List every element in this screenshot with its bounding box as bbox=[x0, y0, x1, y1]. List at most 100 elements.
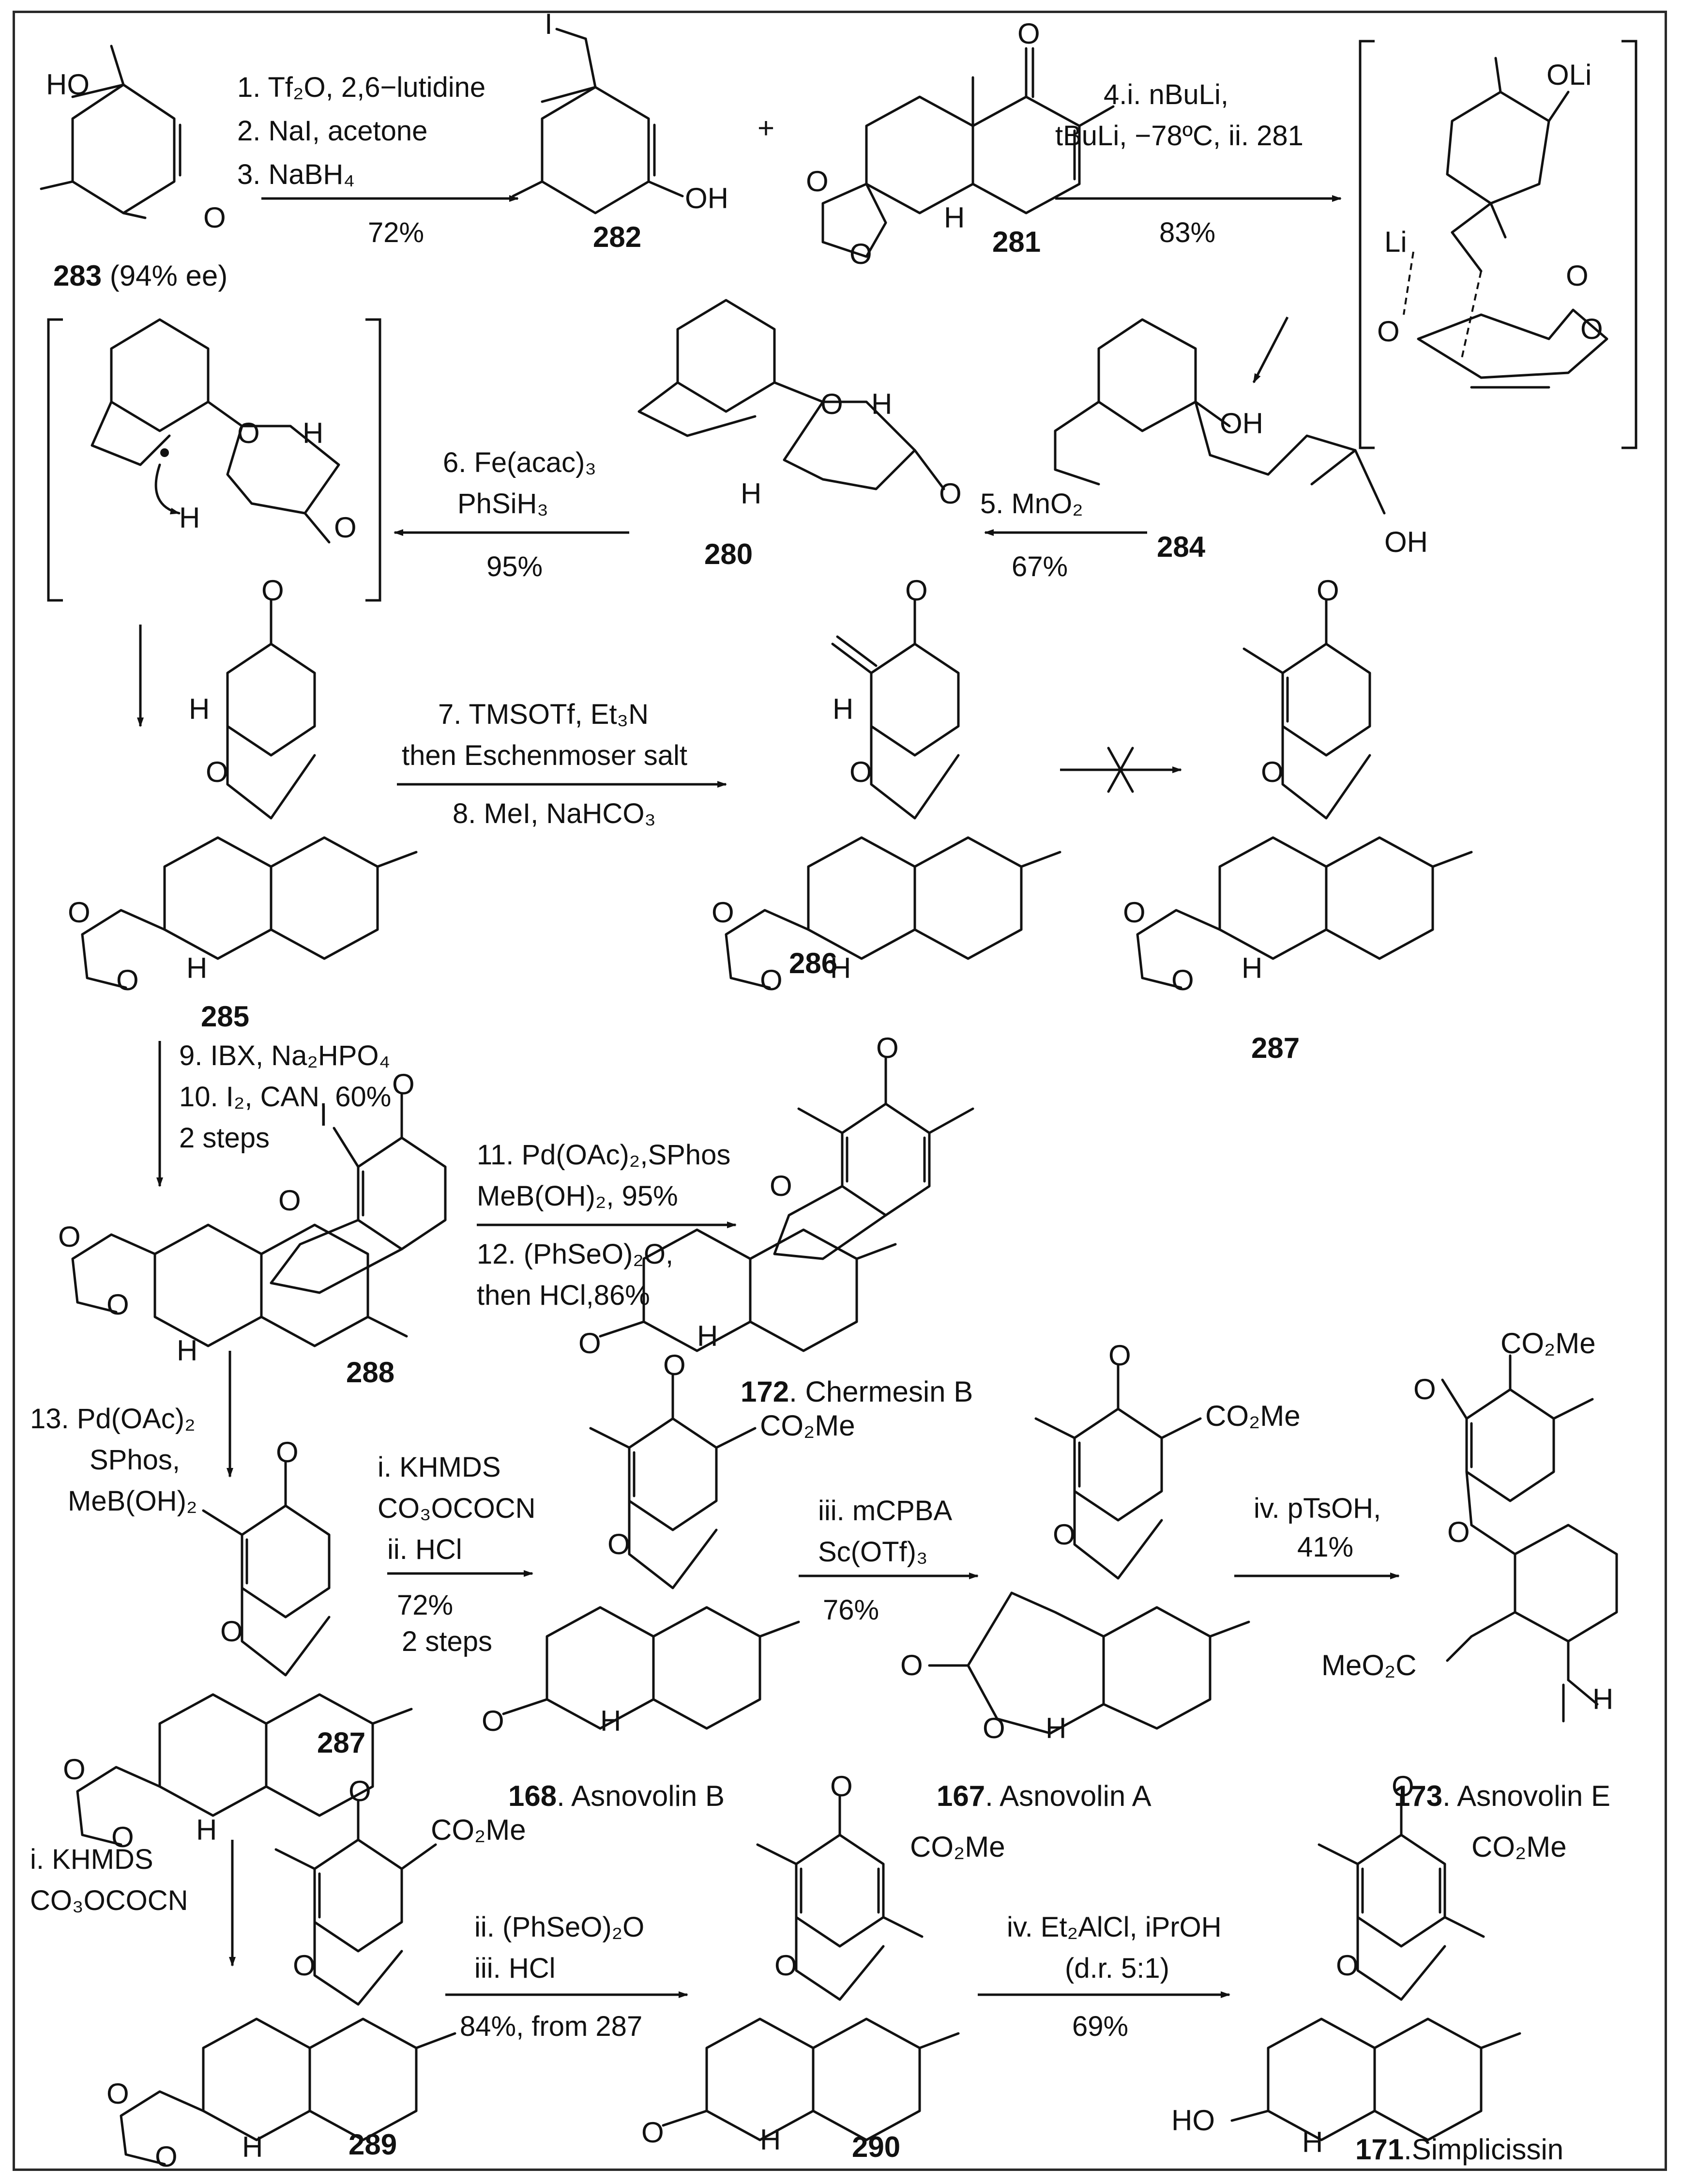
radical-bracket-left bbox=[47, 318, 63, 602]
compound-label-286: 286 bbox=[789, 947, 837, 979]
compound-label-290: 290 bbox=[852, 2131, 900, 2163]
ketone-atom: O bbox=[663, 1349, 686, 1381]
ketal-o-atom: O bbox=[1580, 313, 1603, 345]
hydrogen-atom: H bbox=[833, 693, 853, 725]
route-b-step-i-b: CO₃OCOCN bbox=[30, 1885, 188, 1916]
svg-text:171.Simplicissin: 171.Simplicissin bbox=[1355, 2133, 1563, 2166]
step-5-yield: 67% bbox=[1012, 551, 1068, 582]
compound-name-167: . Asnovolin A bbox=[985, 1780, 1152, 1812]
route-a-step-iv-yield: 41% bbox=[1297, 1531, 1353, 1563]
hydrogen-atom: H bbox=[1242, 952, 1262, 984]
ether-o-atom: O bbox=[1336, 1949, 1359, 1982]
compound-172-structure: O O O H bbox=[578, 1032, 974, 1359]
ether-o-atom: O bbox=[770, 1170, 792, 1202]
hydrogen-atom: H bbox=[1302, 2126, 1323, 2158]
ketone-atom: O bbox=[939, 477, 962, 510]
compound-label-168: 168 bbox=[508, 1780, 557, 1812]
route-a-yield: 72% bbox=[397, 1589, 453, 1621]
ketal-o-atom: O bbox=[106, 2077, 129, 2110]
route-a-step-iii-yield: 76% bbox=[823, 1594, 879, 1626]
step-9-10-note: 2 steps bbox=[179, 1122, 270, 1154]
reaction-arrow-ts-to-284 bbox=[1252, 316, 1289, 383]
step-11-condition-b: MeB(OH)₂, 95% bbox=[477, 1180, 678, 1212]
compound-label-288: 288 bbox=[346, 1356, 394, 1389]
route-a-step-iv: iv. pTsOH, bbox=[1254, 1493, 1381, 1524]
route-a-step-iii: iii. mCPBA bbox=[818, 1495, 952, 1527]
step-13-condition: 13. Pd(OAc)₂ bbox=[30, 1403, 196, 1435]
compound-label-167: 167 bbox=[937, 1780, 985, 1812]
ether-o-atom: O bbox=[774, 1949, 797, 1982]
hydrogen-atom: H bbox=[196, 1814, 217, 1846]
iodine-atom: I bbox=[545, 8, 553, 40]
hydrogen-atom: H bbox=[944, 201, 965, 234]
step-3-condition: 3. NaBH₄ bbox=[237, 159, 355, 190]
ketone-atom: O bbox=[392, 1068, 415, 1100]
ether-o-atom: O bbox=[1261, 756, 1284, 788]
compound-label-281: 281 bbox=[992, 226, 1041, 258]
ether-o-atom: O bbox=[1447, 1516, 1470, 1548]
ketal-o-atom: O bbox=[155, 2140, 178, 2173]
compound-290-structure: O CO₂Me O O H bbox=[641, 1770, 1005, 2156]
compound-167-structure: O CO₂Me O O O H bbox=[900, 1339, 1301, 1744]
step-13-condition-b: SPhos, bbox=[90, 1444, 180, 1476]
step-8-condition: 8. MeI, NaHCO₃ bbox=[453, 798, 656, 829]
lactone-o-atom: O bbox=[983, 1712, 1005, 1744]
ether-o-atom: O bbox=[820, 388, 843, 420]
compound-name-172: . Chermesin B bbox=[789, 1375, 973, 1408]
ether-o-atom: O bbox=[206, 756, 228, 788]
hydrogen-atom: H bbox=[179, 502, 200, 534]
tertiary-oh-atom: OH bbox=[1220, 407, 1263, 440]
ketone-atom: O bbox=[276, 1436, 299, 1468]
ketal-o-atom: O bbox=[1171, 964, 1194, 996]
step-4-yield: 83% bbox=[1159, 217, 1215, 248]
hydrogen-atom: H bbox=[303, 417, 323, 449]
ether-o-atom: O bbox=[237, 417, 260, 449]
step-9-condition: 9. IBX, Na₂HPO₄ bbox=[179, 1040, 390, 1071]
step-7-condition-b: then Eschenmoser salt bbox=[402, 740, 687, 771]
route-b-step-ii-yield: 84%, from 287 bbox=[460, 2011, 642, 2042]
svg-text:168. Asnovolin B: 168. Asnovolin B bbox=[508, 1780, 725, 1812]
ketone-atom: O bbox=[261, 574, 284, 607]
compound-285-structure: O H O O O H bbox=[68, 574, 418, 996]
ts-bracket-left bbox=[1359, 40, 1375, 449]
ketone-atom: O bbox=[1017, 17, 1040, 50]
ketone-atom: O bbox=[830, 1770, 853, 1802]
hydrogen-atom: H bbox=[177, 1334, 197, 1367]
compound-label-172: 172 bbox=[741, 1375, 789, 1408]
hydrogen-atom: H bbox=[741, 477, 761, 510]
compound-168-structure: O CO₂Me O O H bbox=[482, 1349, 855, 1737]
step-10-condition: 10. I₂, CAN, 60% bbox=[179, 1081, 391, 1113]
compound-name-173: . Asnovolin E bbox=[1442, 1780, 1610, 1812]
step-1-condition: 1. Tf₂O, 2,6−lutidine bbox=[237, 72, 485, 103]
ether-o-atom: O bbox=[607, 1528, 630, 1560]
compound-name-171: .Simplicissin bbox=[1404, 2133, 1563, 2166]
step-4-condition: 4.i. nBuLi, bbox=[1104, 79, 1228, 110]
route-b-step-i: i. KHMDS bbox=[30, 1844, 153, 1875]
compound-287-structure-bottom: O O O O H bbox=[63, 1436, 413, 1853]
ketone-atom: O bbox=[334, 511, 357, 544]
svg-text:167. Asnovolin A: 167. Asnovolin A bbox=[937, 1780, 1152, 1812]
compound-173-structure: CO₂Me O O MeO₂C H bbox=[1321, 1327, 1618, 1723]
svg-text:283 (94% ee): 283 (94% ee) bbox=[53, 260, 227, 292]
svg-text:173. Asnovolin E: 173. Asnovolin E bbox=[1394, 1780, 1610, 1812]
step-1-3-yield: 72% bbox=[368, 217, 424, 248]
compound-280-structure: O H O H bbox=[637, 299, 962, 510]
ketone-atom: O bbox=[1108, 1339, 1131, 1372]
ketone-atom: O bbox=[578, 1327, 601, 1359]
ether-o-atom: O bbox=[293, 1949, 316, 1982]
ketone-atom: O bbox=[1317, 574, 1339, 607]
step-6-yield: 95% bbox=[486, 551, 543, 582]
step-11-condition: 11. Pd(OAc)₂,SPhos bbox=[477, 1139, 730, 1171]
ketal-o-atom: O bbox=[58, 1221, 81, 1253]
ester-group: MeO₂C bbox=[1321, 1649, 1417, 1681]
ester-group: CO₂Me bbox=[1471, 1831, 1567, 1863]
ketone-atom: O bbox=[641, 2116, 664, 2149]
ketal-o-atom: O bbox=[760, 964, 783, 996]
compound-label-285: 285 bbox=[201, 1000, 249, 1033]
ether-o-atom: O bbox=[849, 756, 872, 788]
ketone-atom: O bbox=[349, 1775, 371, 1807]
hydrogen-atom: H bbox=[697, 1320, 718, 1352]
dienone-o-atom: O bbox=[876, 1032, 899, 1064]
hydroxy-atom: HO bbox=[46, 68, 90, 101]
